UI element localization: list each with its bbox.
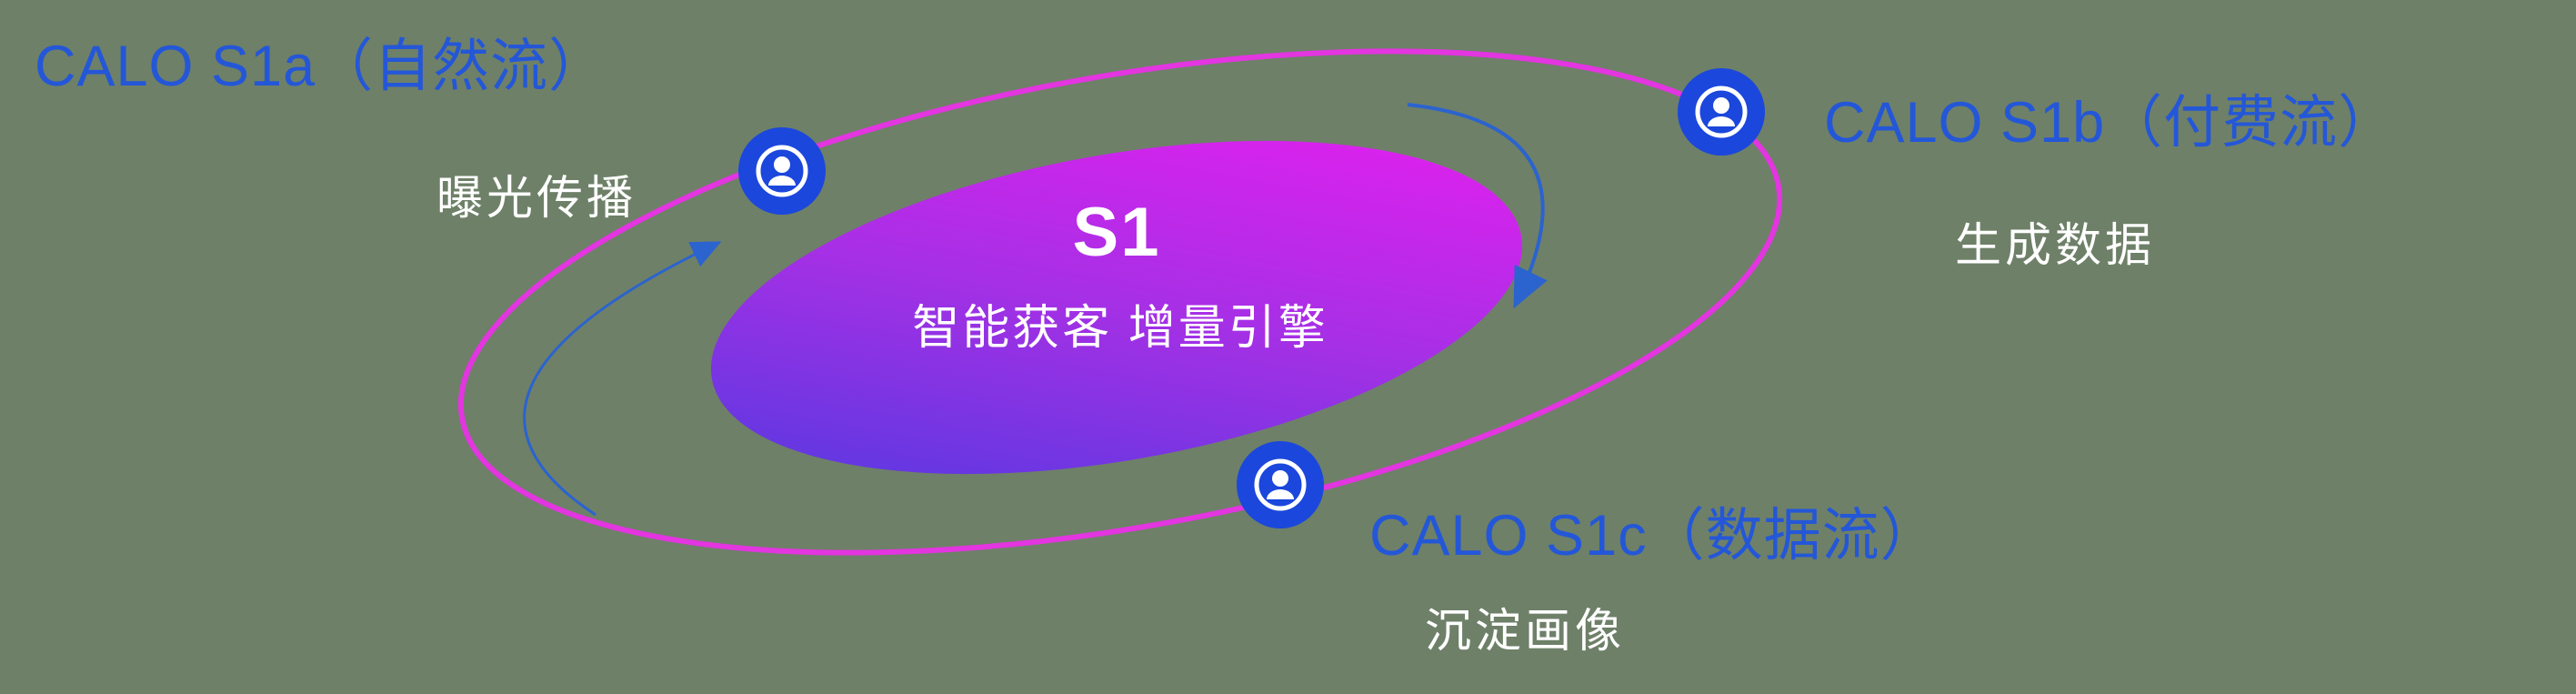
core-ellipse (710, 140, 1523, 475)
user-icon (1237, 441, 1324, 528)
sublabel-s1a: 曝光传播 (436, 172, 637, 224)
sublabel-s1b: 生成数据 (1955, 219, 2156, 271)
user-icon (738, 127, 826, 215)
label-s1a: CALO S1a（自然流） (35, 35, 607, 98)
core-subtitle: 智能获客 增量引擎 (912, 302, 1328, 355)
flow-arrow-left (523, 241, 722, 517)
node-s1a (737, 126, 827, 216)
label-s1b: CALO S1b（付费流） (1824, 91, 2397, 155)
node-s1c (1235, 439, 1326, 530)
sublabel-s1c: 沉淀画像 (1425, 605, 1626, 657)
core-title: S1 (1072, 194, 1161, 271)
orbit-ring (457, 48, 1783, 556)
flow-arrow-right (1407, 103, 1548, 309)
label-s1c: CALO S1c（数据流） (1369, 504, 1939, 568)
node-s1b (1676, 66, 1767, 157)
user-icon (1678, 68, 1765, 156)
